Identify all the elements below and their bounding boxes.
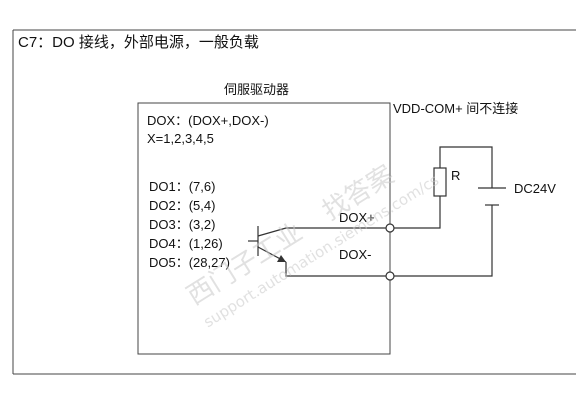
- do-item: DO5：(28,27): [149, 255, 230, 270]
- do-item: DO2：(5,4): [149, 198, 215, 213]
- dox-minus-label: DOX-: [339, 247, 372, 262]
- do-item: DO1：(7,6): [149, 179, 215, 194]
- terminal-dox-minus: [385, 271, 395, 281]
- dox-plus-label: DOX+: [339, 210, 375, 225]
- external-minus-wire: [394, 205, 493, 277]
- resistor-to-supply-wire: [439, 146, 493, 188]
- terminal-dox-plus: [385, 223, 395, 233]
- emitter-wire: [285, 262, 390, 277]
- transistor-symbol: [248, 226, 287, 263]
- external-plus-wire: [394, 196, 441, 229]
- do-item: DO3：(3,2): [149, 217, 215, 232]
- supply-label: DC24V: [514, 181, 556, 196]
- do-item: DO4：(1,26): [149, 236, 223, 251]
- resistor-label: R: [451, 168, 460, 183]
- drive-box-title: 伺服驱动器: [224, 82, 289, 97]
- x-range: X=1,2,3,4,5: [147, 131, 214, 146]
- do-list: DO1：(7,6) DO2：(5,4) DO3：(3,2) DO4：(1,26)…: [149, 179, 230, 270]
- battery-symbol: [478, 187, 506, 206]
- page-title: C7：DO 接线，外部电源，一般负载: [18, 34, 259, 51]
- dox-definition: DOX：(DOX+,DOX-): [147, 113, 269, 128]
- vdd-note: VDD-COM+ 间不连接: [393, 101, 518, 116]
- resistor-symbol: [433, 167, 447, 197]
